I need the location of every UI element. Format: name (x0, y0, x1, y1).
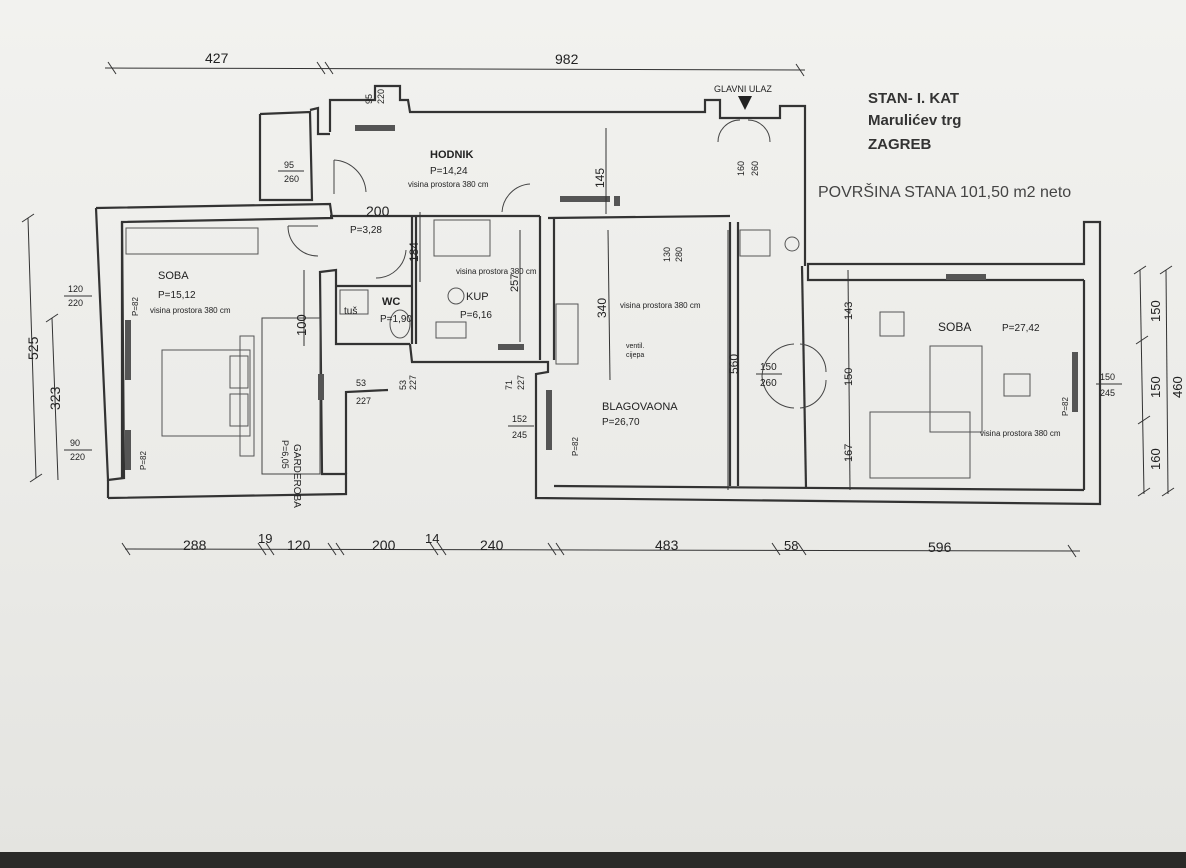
entrance-label: GLAVNI ULAZ (714, 84, 772, 94)
opening-7-h: 245 (512, 430, 527, 440)
dim-200: 200 (366, 203, 390, 219)
dim-bottom-14: 14 (425, 531, 439, 546)
room-blagovaona-area: P=26,70 (602, 417, 640, 428)
opening-1-w: 95 (284, 160, 294, 170)
dim-bottom-200: 200 (372, 537, 396, 553)
opening-9-h: 260 (760, 378, 777, 389)
dim-right-160: 160 (1148, 448, 1163, 470)
opening-11-h: 260 (750, 161, 760, 176)
room-hodnik-name: HODNIK (430, 149, 473, 161)
interior-dimensions (303, 128, 851, 491)
opening-6-h: 227 (516, 375, 526, 390)
opening-1-h: 260 (284, 174, 299, 184)
area-note: POVRŠINA STANA 101,50 m2 neto (818, 184, 1072, 201)
room-garderoba-name: GARDEROBA (291, 444, 302, 508)
photo-bottom-edge (0, 852, 1186, 868)
dim-right-150a: 150 (1148, 300, 1163, 322)
room-soba2-name: SOBA (938, 320, 971, 334)
p82-label-1: P=82 (131, 297, 140, 316)
dim-bottom-596: 596 (928, 539, 952, 555)
opening-4-h: 227 (356, 396, 371, 406)
title-line-1: STAN- I. KAT (868, 90, 960, 107)
small-labels: P=3,28 tuš ventil. cijepa GLAVNI ULAZ P=… (131, 84, 1070, 470)
p82-label-4: P=82 (1061, 397, 1070, 416)
dim-bottom-240: 240 (480, 537, 504, 553)
opening-3-w: 90 (70, 438, 80, 448)
dim-184: 184 (407, 242, 421, 262)
opening-9-w: 150 (760, 362, 777, 373)
dim-150: 150 (843, 368, 855, 386)
room-soba1-note: visina prostora 380 cm (150, 306, 231, 315)
dim-257: 257 (509, 274, 521, 292)
room-wc-area: P=1,90 (380, 314, 412, 325)
room-soba1-name: SOBA (158, 270, 189, 282)
p82-label-3: P=82 (571, 437, 580, 456)
room-soba1-area: P=15,12 (158, 290, 196, 301)
left-dimension-lines: 525 323 (21, 213, 63, 483)
opening-7-w: 152 (512, 414, 527, 424)
dim-right-460: 460 (1170, 376, 1185, 398)
opening-12-w: 95 (364, 94, 374, 104)
dim-560: 560 (727, 354, 741, 374)
dim-167: 167 (843, 444, 855, 462)
dim-340: 340 (595, 298, 609, 318)
dim-bottom-483: 483 (655, 537, 679, 553)
opening-5-h: 227 (408, 375, 418, 390)
dim-left-525: 525 (25, 336, 41, 360)
opening-12-h: 220 (376, 89, 386, 104)
p82-label-2: P=82 (139, 451, 148, 470)
dim-143: 143 (843, 302, 855, 320)
duct-label: cijepa (626, 352, 644, 359)
room-kup-name: KUP (466, 291, 489, 303)
dim-bottom-120: 120 (287, 537, 311, 553)
dim-left-323: 323 (47, 386, 63, 410)
opening-11-w: 160 (736, 161, 746, 176)
dim-145: 145 (593, 168, 607, 188)
room-blagovaona-note: visina prostora 380 cm (620, 301, 701, 310)
hall-area-label: P=3,28 (350, 225, 382, 236)
dim-top-427: 427 (205, 50, 229, 66)
dim-top-982: 982 (555, 51, 579, 67)
furniture (125, 219, 1031, 479)
opening-8-w: 130 (662, 247, 672, 262)
dim-bottom-58: 58 (784, 538, 798, 553)
room-blagovaona-name: BLAGOVAONA (602, 401, 678, 413)
room-garderoba-area: P=6,05 (280, 440, 290, 469)
room-soba2-note: visina prostora 380 cm (980, 429, 1061, 438)
opening-4-w: 53 (356, 378, 366, 388)
dim-100: 100 (294, 314, 309, 336)
top-dimension-line: 427 982 (104, 50, 806, 77)
door-swings (287, 96, 827, 409)
vent-label: ventil. (626, 343, 644, 350)
opening-3-h: 220 (70, 452, 85, 462)
room-kup-area: P=6,16 (460, 310, 492, 321)
right-dimension-lines: 150 150 160 460 (1133, 265, 1185, 497)
opening-10-w: 150 (1100, 372, 1115, 382)
room-labels: HODNIK P=14,24 visina prostora 380 cm SO… (150, 149, 1061, 508)
dim-bottom-19: 19 (258, 531, 272, 546)
room-soba2-area: P=27,42 (1002, 323, 1040, 334)
opening-10-h: 245 (1100, 388, 1115, 398)
opening-2-h: 220 (68, 298, 83, 308)
title-line-3: ZAGREB (868, 136, 932, 153)
room-kup-note: visina prostora 380 cm (456, 267, 537, 276)
windows (125, 125, 1078, 470)
dim-right-150b: 150 (1148, 376, 1163, 398)
opening-5-w: 53 (398, 380, 408, 390)
room-hodnik-area: P=14,24 (430, 166, 468, 177)
title-line-2: Marulićev trg (868, 112, 962, 129)
opening-8-h: 280 (674, 247, 684, 262)
shower-label: tuš (344, 306, 357, 317)
room-wc-name: WC (382, 296, 400, 308)
bottom-dimension-line: 288 19 120 200 14 240 483 58 596 (121, 531, 1081, 558)
opening-2-w: 120 (68, 284, 83, 294)
opening-dimensions: 95 260 120 220 90 220 53 227 53 227 71 2… (64, 89, 1122, 462)
dim-bottom-288: 288 (183, 537, 207, 553)
inner-dimension-texts: 200 184 100 145 340 560 257 143 150 167 (294, 168, 855, 462)
room-hodnik-note: visina prostora 380 cm (408, 180, 489, 189)
outer-walls (94, 84, 1102, 506)
opening-6-w: 71 (504, 380, 514, 390)
